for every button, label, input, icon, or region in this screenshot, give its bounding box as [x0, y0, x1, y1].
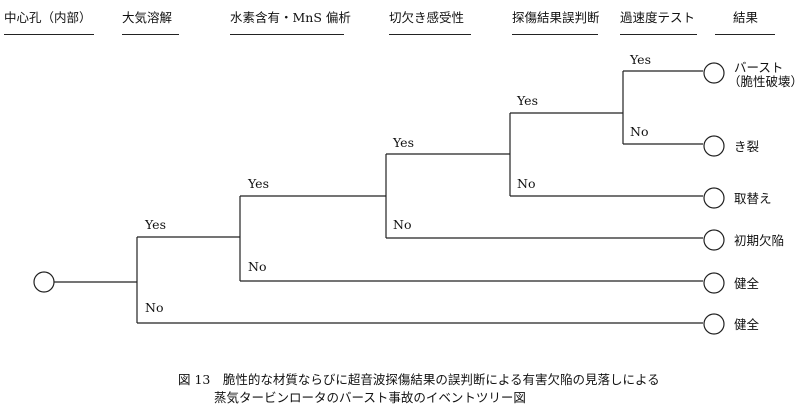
- figure-caption-line2: 蒸気タービンロータのバースト事故のイベントツリー図: [214, 390, 526, 405]
- header-underline: [4, 34, 94, 35]
- header-result: 結果: [733, 10, 759, 25]
- header-underline: [122, 34, 179, 35]
- outcome-node: [703, 272, 725, 294]
- outcome-node: [703, 62, 725, 84]
- header-air-melting: 大気溶解: [122, 10, 173, 25]
- header-overspeed-test: 過速度テスト: [620, 10, 696, 25]
- figure-caption-line1: 図 13 脆性的な材質ならびに超音波探傷結果の誤判断による有害欠陥の見落しによる: [178, 372, 660, 387]
- branch-label-yes: Yes: [630, 52, 651, 67]
- outcome-label-replacement: 取替え: [734, 191, 772, 206]
- outcome-node: [703, 187, 725, 209]
- header-underline: [389, 34, 471, 35]
- branch-label-no: No: [630, 124, 649, 139]
- initiating-event-node: [33, 271, 55, 293]
- outcome-label-crack: き裂: [734, 139, 760, 154]
- header-underline: [230, 34, 344, 35]
- branch-label-yes: Yes: [517, 93, 538, 108]
- outcome-node: [703, 313, 725, 335]
- outcome-label-initial-defect: 初期欠陥: [734, 233, 785, 248]
- outcome-node: [703, 229, 725, 251]
- outcome-label-brittle-fracture: （脆性破壊）: [728, 74, 804, 89]
- outcome-label-sound: 健全: [734, 317, 760, 332]
- header-underline: [715, 34, 775, 35]
- branch-label-yes: Yes: [145, 217, 166, 232]
- header-inspection-misjudgment: 探傷結果誤判断: [512, 10, 600, 25]
- branch-label-no: No: [393, 217, 412, 232]
- outcome-label-sound: 健全: [734, 276, 760, 291]
- branch-label-no: No: [145, 300, 164, 315]
- outcome-label-burst: バースト: [734, 60, 784, 75]
- header-underline: [620, 34, 697, 35]
- header-center-hole: 中心孔（内部）: [4, 10, 92, 25]
- branch-label-no: No: [248, 259, 267, 274]
- header-notch-sensitivity: 切欠き感受性: [389, 10, 465, 25]
- branch-label-yes: Yes: [248, 176, 269, 191]
- branch-label-yes: Yes: [393, 135, 414, 150]
- header-underline: [512, 34, 598, 35]
- branch-label-no: No: [517, 176, 536, 191]
- header-hydrogen-mns: 水素含有・MnS 偏析: [230, 10, 351, 25]
- outcome-node: [703, 135, 725, 157]
